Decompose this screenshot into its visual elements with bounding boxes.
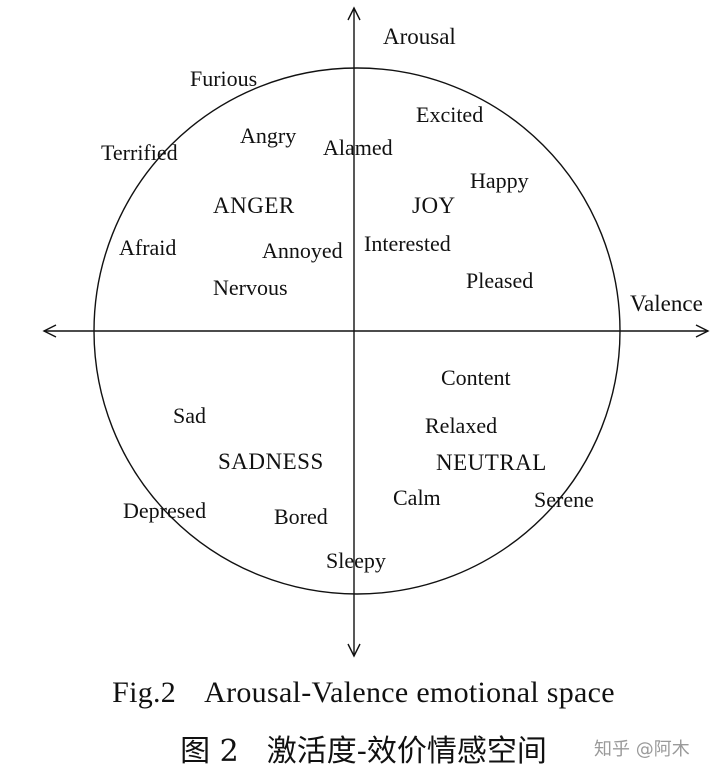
word-calm: Calm (393, 485, 441, 510)
figure-title-zh: 激活度-效价情感空间 (266, 734, 547, 769)
word-interested: Interested (364, 231, 451, 256)
word-afraid: Afraid (119, 235, 176, 260)
word-annoyed: Annoyed (262, 238, 343, 263)
valence-arrow-left (42, 324, 57, 338)
word-nervous: Nervous (213, 275, 288, 300)
word-content: Content (441, 365, 511, 390)
arousal-valence-diagram: Arousal Valence ANGER JOY SADNESS NEUTRA… (42, 6, 710, 658)
word-happy: Happy (470, 168, 529, 193)
valence-label: Valence (630, 291, 703, 316)
word-bored: Bored (274, 504, 328, 529)
category-sadness: SADNESS (218, 449, 324, 474)
arousal-arrow-bottom (347, 643, 361, 658)
figure-title-en: Arousal-Valence emotional space (204, 676, 615, 709)
word-pleased: Pleased (466, 268, 533, 293)
figure-number-en: Fig.2 (112, 676, 177, 709)
word-excited: Excited (416, 102, 483, 127)
category-anger: ANGER (213, 193, 295, 218)
figure-number-zh: 图 2 (180, 734, 239, 769)
arousal-label: Arousal (383, 24, 456, 49)
word-terrified: Terrified (101, 140, 178, 165)
figure-caption-chinese: 图 2 激活度-效价情感空间 (0, 726, 727, 770)
word-angry: Angry (240, 123, 296, 148)
word-relaxed: Relaxed (425, 413, 497, 438)
figure-caption-english: Fig.2 Arousal-Valence emotional space (0, 676, 727, 710)
category-joy: JOY (412, 193, 456, 218)
word-alarmed: Alamed (323, 135, 393, 160)
zhihu-watermark: 知乎 @阿木 (594, 739, 690, 760)
category-neutral: NEUTRAL (436, 450, 547, 475)
word-depressed: Depresed (123, 498, 206, 523)
word-sad: Sad (173, 403, 206, 428)
word-furious: Furious (190, 66, 257, 91)
word-sleepy: Sleepy (326, 548, 386, 573)
valence-arrow-right (695, 324, 710, 338)
word-serene: Serene (534, 487, 594, 512)
arousal-arrow-top (347, 6, 361, 21)
